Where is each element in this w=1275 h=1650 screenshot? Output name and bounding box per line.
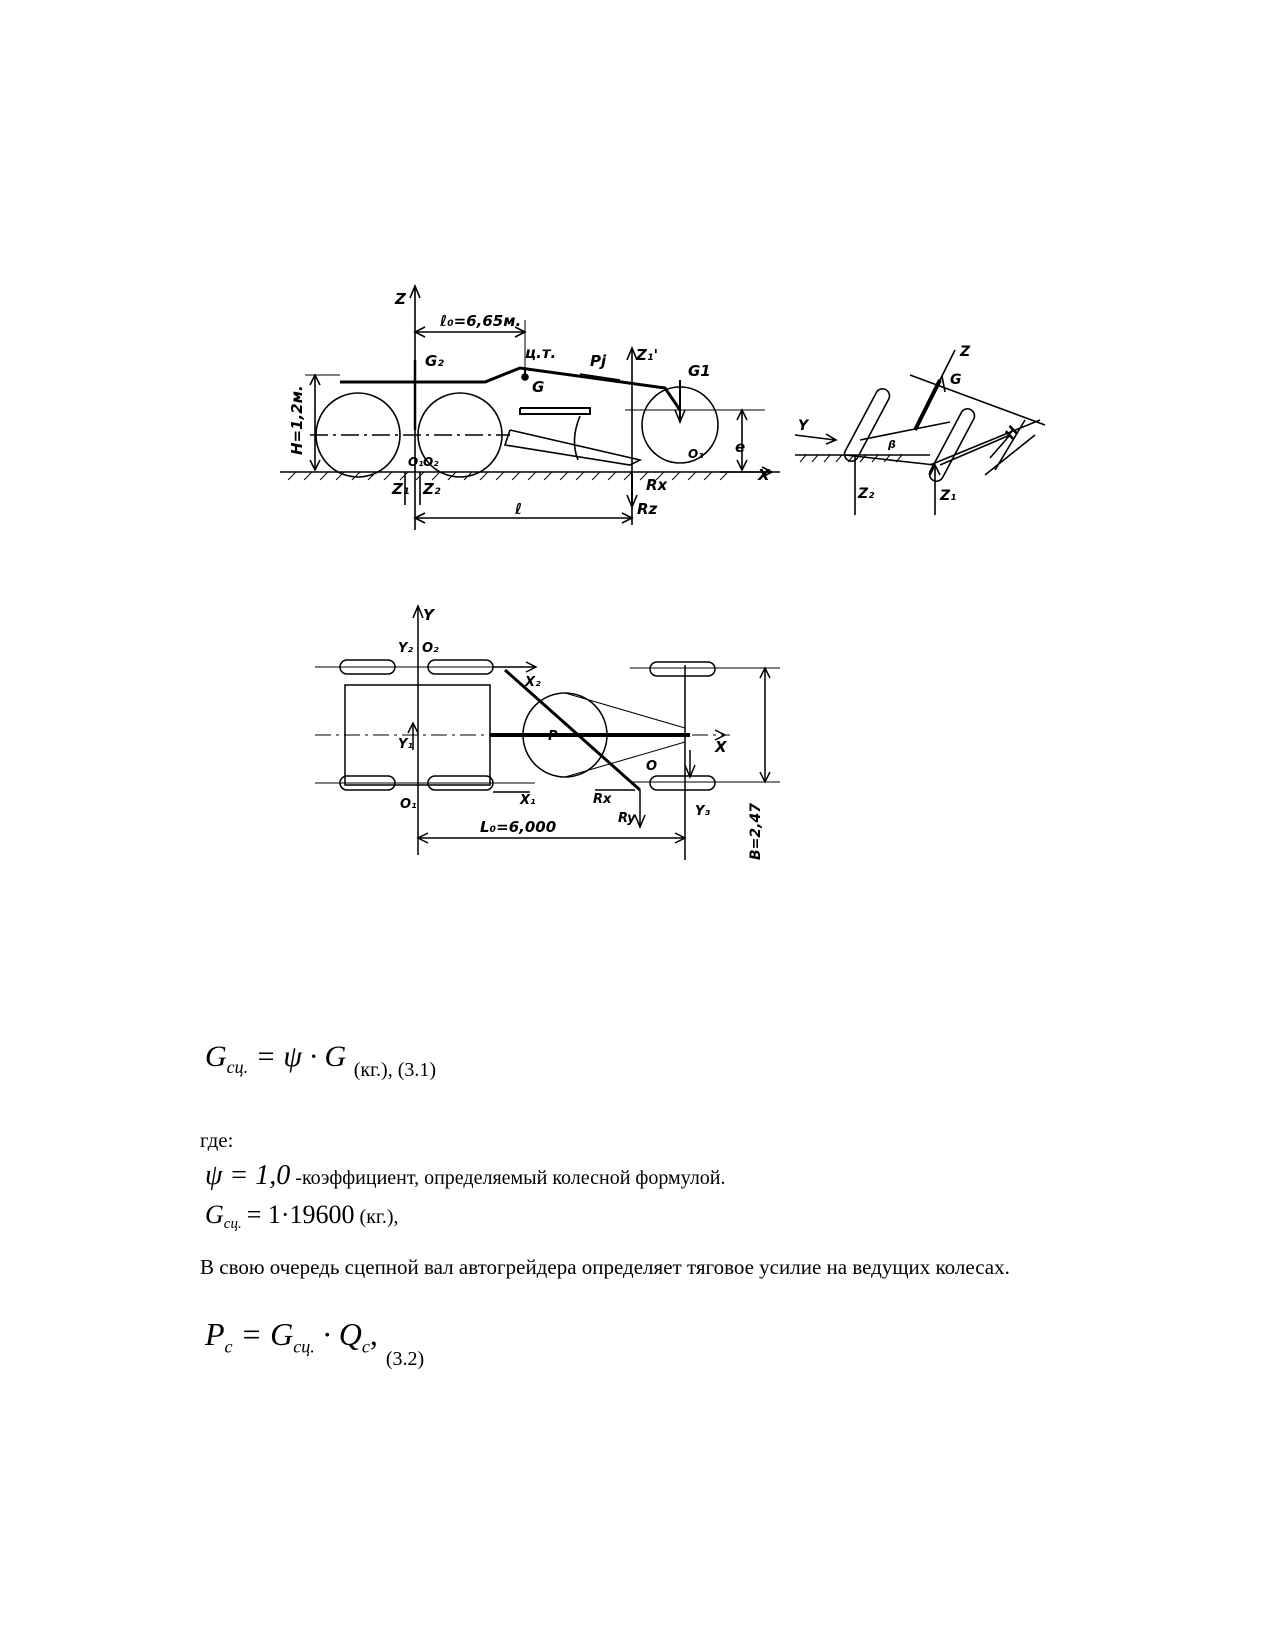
label-ct: ц.т. [525, 344, 556, 362]
plan-label-ry: Ry [618, 811, 636, 826]
label-rx: Rx [646, 476, 669, 494]
label-l0: ℓ₀=6,65м. [439, 312, 521, 330]
gsc-note: (кг.), [359, 1206, 399, 1228]
label-rz: Rz [637, 500, 658, 518]
plan-label-o2: O₂ [422, 641, 439, 656]
plan-label-y1: Y₁ [398, 737, 413, 752]
formula2-comma: , [369, 1316, 378, 1352]
tilt-label-g: G [950, 372, 962, 388]
plan-label-b: B=2,47 [748, 803, 764, 860]
label-h: H=1,2м. [288, 385, 306, 455]
plan-label-rx: Rx [593, 792, 612, 807]
label-z2: Z₂ [422, 480, 441, 498]
label-g1: G1 [688, 362, 711, 380]
plan-label-o: O [646, 759, 657, 774]
formula2-gsub: сц. [293, 1336, 315, 1357]
body-paragraph: В свою очередь сцепной вал автогрейдера … [200, 1255, 1010, 1279]
formula2-p: P [205, 1316, 225, 1352]
plan-label-p: P [548, 729, 558, 744]
tilt-view-diagram: Z G H Y β Z₂ Z₁ [794, 344, 1046, 515]
tilt-label-beta: β [887, 438, 896, 451]
gsc-expression: = 1·19600 [246, 1200, 355, 1229]
label-z: Z [394, 290, 407, 308]
gsc-calculation: Gсц. = 1·19600 (кг.), [205, 1200, 399, 1233]
plan-label-y: Y [423, 606, 436, 624]
plan-label-x2: X₂ [524, 675, 541, 690]
formula1-rhs: = ψ · G [255, 1040, 347, 1073]
label-z1: Z₁ [391, 480, 409, 498]
psi-text: -коэффициент, определяемый колесной форм… [295, 1167, 726, 1189]
plan-label-x: X [714, 738, 728, 756]
label-l: ℓ [514, 500, 522, 518]
formula2-note: (3.2) [385, 1348, 425, 1370]
tilt-label-z: Z [959, 344, 971, 360]
label-x: X [757, 466, 771, 484]
plan-label-l0: L₀=6,000 [480, 818, 556, 836]
label-z1-prime: Z₁' [635, 346, 658, 364]
plan-label-y2: Y₂ [398, 641, 413, 656]
where-label: где: [200, 1128, 234, 1152]
psi-definition: ψ = 1,0 -коэффициент, определяемый колес… [205, 1160, 726, 1192]
label-e: e [735, 438, 745, 456]
tilt-label-y: Y [798, 418, 810, 434]
formula-3-2: Pc = Gсц. · Qc, (3.2) [205, 1316, 424, 1371]
formula2-dot: · Q [322, 1316, 362, 1352]
formula2-eq: = G [240, 1316, 294, 1352]
label-o2: O₂ [423, 455, 439, 469]
tilt-label-z1: Z₁ [939, 488, 956, 504]
plan-view-diagram: Y Y₂ O₂ X₂ Y₁ P X B=2,47 O O₁ X₁ Rx Ry Y… [315, 604, 780, 860]
plan-label-y3: Y₃ [695, 804, 710, 819]
gsc-g: G [205, 1200, 224, 1229]
label-o3: O₃ [688, 447, 704, 461]
label-pj: Pj [590, 352, 607, 370]
formula2-qsub: c [361, 1336, 370, 1357]
formula1-lhs: G [205, 1040, 227, 1073]
label-g: G [532, 378, 544, 396]
label-o1: O₁ [408, 455, 423, 469]
plan-label-o1: O₁ [400, 797, 417, 812]
tilt-label-z2: Z₂ [857, 486, 875, 502]
formula1-note: (кг.), (3.1) [353, 1059, 437, 1081]
side-view-diagram: Z ℓ₀=6,65м. ц.т. Pj Z₁' G1 G₂ G H=1,2м. … [280, 283, 780, 530]
gsc-sub: сц. [223, 1216, 242, 1232]
formula2-psub: c [224, 1336, 233, 1357]
formula-3-1: Gсц. = ψ · G (кг.), (3.1) [205, 1040, 436, 1082]
formula1-sub: сц. [226, 1057, 249, 1077]
label-g2: G₂ [425, 352, 444, 370]
psi-expression: ψ = 1,0 [205, 1160, 291, 1191]
plan-label-x1: X₁ [519, 793, 536, 808]
